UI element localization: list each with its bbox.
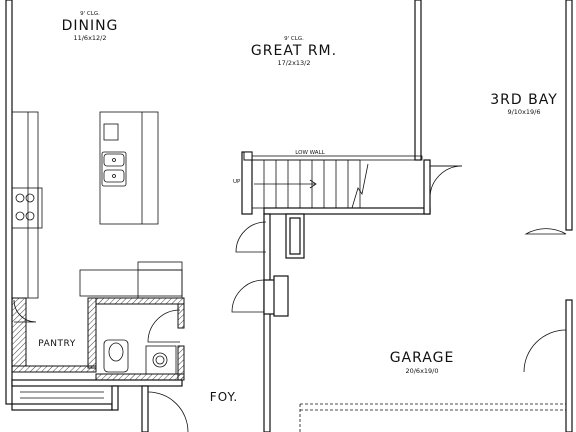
door-swing <box>429 165 463 199</box>
range <box>11 187 39 229</box>
pantry-left-partition <box>11 297 27 367</box>
doors <box>13 165 567 432</box>
right-exterior-wall-lower <box>565 299 573 432</box>
door-swing <box>524 228 567 235</box>
door-swing <box>147 309 181 343</box>
burner-icon <box>15 211 25 221</box>
pantry-name: PANTRY <box>38 339 75 349</box>
third-bay-size: 9/10x19/6 <box>507 108 540 116</box>
right-exterior-wall-upper <box>565 0 573 231</box>
kitchen-counter-left <box>11 111 39 299</box>
hall-top-wall <box>11 379 183 387</box>
dining-size: 11/6x12/2 <box>73 34 106 42</box>
refrigerator <box>137 261 183 299</box>
great-room-right-wall <box>414 0 422 161</box>
low-wall-label: LOW WALL <box>295 150 325 156</box>
stair-left-wall <box>241 151 253 215</box>
powder-right-wall-upper <box>177 303 185 329</box>
low-wall <box>251 155 423 161</box>
dishwasher <box>103 123 119 141</box>
powder-bottom-wall <box>95 373 185 381</box>
hall-detail <box>20 391 104 399</box>
garage-size: 20/6x19/0 <box>405 367 438 375</box>
garage-name: GARAGE <box>390 350 455 366</box>
garage-door <box>299 403 566 432</box>
burner-icon <box>25 211 35 221</box>
dining-name: DINING <box>62 18 119 34</box>
garage-notch-wall <box>423 159 431 215</box>
stair-landing-inner <box>289 217 301 255</box>
left-exterior-wall <box>5 0 13 405</box>
door-swing <box>523 329 567 373</box>
door-swing <box>13 299 37 323</box>
burner-icon <box>15 193 25 203</box>
garage-door-frame <box>273 275 289 317</box>
foyer-left-wall <box>141 385 149 432</box>
great-room-name: GREAT RM. <box>251 43 337 59</box>
powder-room <box>103 339 177 375</box>
counter-bottom <box>79 269 183 297</box>
door-swing <box>231 279 265 313</box>
garage-left-wall <box>263 213 271 432</box>
third-bay-name: 3RD BAY <box>490 92 558 108</box>
toilet <box>103 339 129 373</box>
pantry-right-partition <box>87 297 97 369</box>
vanity <box>145 345 177 375</box>
stairs <box>243 151 423 209</box>
door-swing <box>235 221 267 253</box>
room-labels: 9' CLG. DINING 11/6x12/2 9' CLG. GREAT R… <box>38 11 558 404</box>
garage-top-wall <box>263 207 431 215</box>
hall-end-wall <box>111 385 119 411</box>
pantry-bottom-wall <box>11 365 97 373</box>
kitchen <box>11 111 183 299</box>
burner-icon <box>25 193 35 203</box>
dining-ceiling: 9' CLG. <box>80 11 100 17</box>
hall-bottom-wall <box>11 403 113 411</box>
door-swing <box>147 391 189 432</box>
powder-top-wall <box>95 297 185 305</box>
great-room-ceiling: 9' CLG. <box>284 36 304 42</box>
kitchen-sink <box>101 151 127 187</box>
foyer-name: FOY. <box>210 390 238 404</box>
walls <box>5 0 573 432</box>
great-room-size: 17/2x13/2 <box>277 59 310 67</box>
kitchen-island <box>99 111 159 225</box>
vanity-sink <box>152 352 168 368</box>
stair-up-label: UP <box>233 179 241 185</box>
newel-post <box>243 151 253 161</box>
